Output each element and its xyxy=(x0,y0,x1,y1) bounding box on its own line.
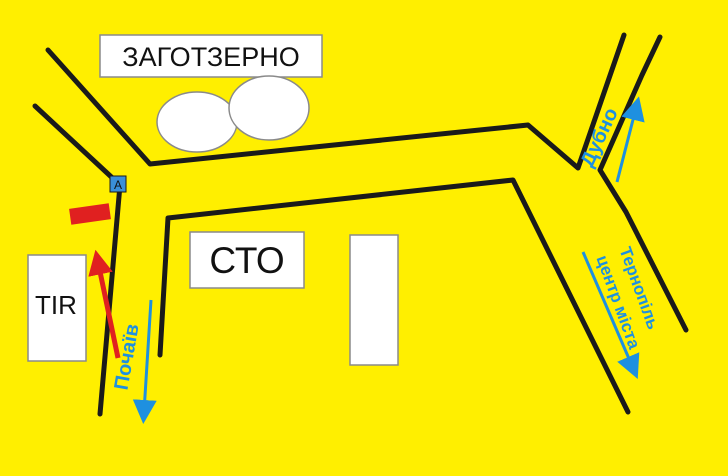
road-lower xyxy=(97,182,123,417)
silo-left xyxy=(156,91,238,153)
sto-box xyxy=(189,231,305,289)
zagotzerno-box xyxy=(99,34,323,78)
pochaiv-label: Почаїв xyxy=(110,322,143,392)
direction-pochaiv: Почаїв xyxy=(110,322,143,392)
tir-label: TIR xyxy=(35,290,77,320)
pochaiv-arrow-icon xyxy=(132,299,157,424)
sto-label: СТО xyxy=(209,240,284,281)
ternopil-arrow-icon xyxy=(581,251,640,380)
dubno-arrow-icon xyxy=(615,96,645,183)
marker-a-icon xyxy=(109,175,127,193)
road-middle xyxy=(157,177,631,415)
marker-a-label: A xyxy=(114,178,122,192)
zagotzerno-label: ЗАГОТЗЕРНО xyxy=(122,42,299,72)
tir-box xyxy=(27,254,87,362)
road-left-top xyxy=(32,103,123,188)
red-arrow-icon xyxy=(88,249,121,359)
red-block xyxy=(69,203,111,225)
silo-right xyxy=(228,75,310,141)
road-inner-upper xyxy=(597,34,689,333)
building-rect xyxy=(349,234,399,366)
road-upper xyxy=(45,32,627,171)
